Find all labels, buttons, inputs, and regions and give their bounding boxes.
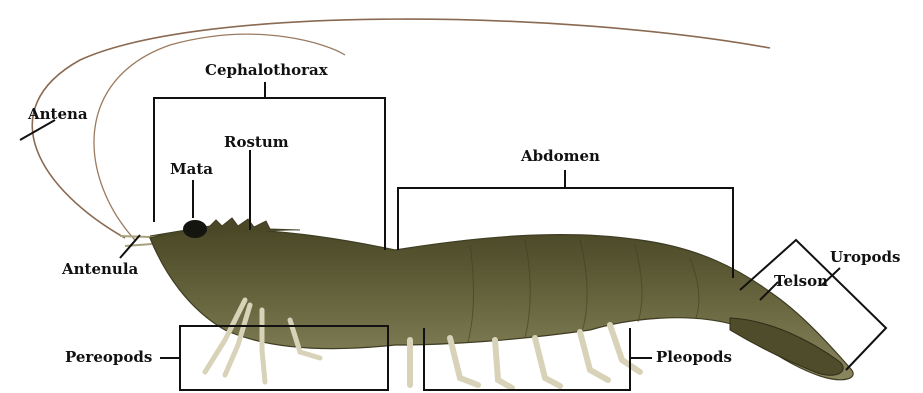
label-uropods: Uropods <box>830 250 900 265</box>
label-cephalothorax: Cephalothorax <box>205 63 328 78</box>
label-mata: Mata <box>170 162 213 177</box>
label-antena: Antena <box>28 107 88 122</box>
eye <box>183 220 207 238</box>
label-telson: Telson <box>774 274 828 289</box>
label-pleopods: Pleopods <box>656 350 732 365</box>
label-pereopods: Pereopods <box>65 350 152 365</box>
label-antenula: Antenula <box>62 262 138 277</box>
shrimp-body <box>150 229 853 379</box>
label-rostum: Rostum <box>224 135 289 150</box>
label-abdomen: Abdomen <box>521 149 600 164</box>
antenna-long <box>32 19 770 238</box>
